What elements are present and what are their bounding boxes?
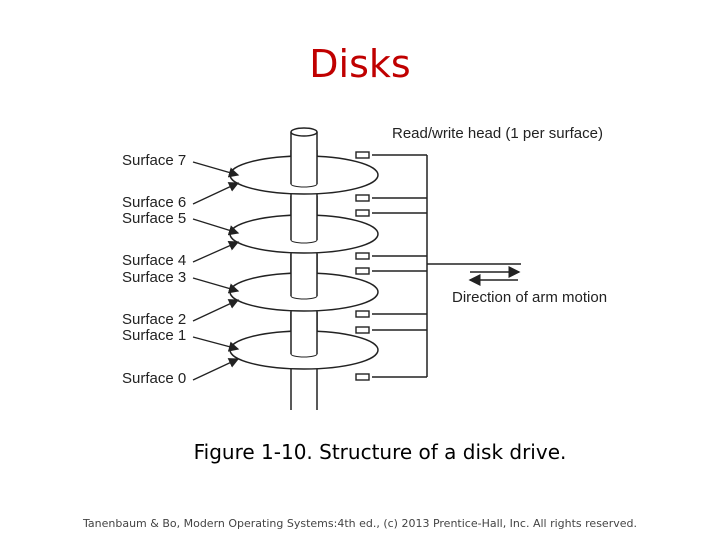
arm-motion-arrows <box>468 266 521 286</box>
surface-pointer-5 <box>192 218 240 236</box>
surface-pointer-3 <box>192 277 240 294</box>
surface-label-1: Surface 1 <box>122 327 186 344</box>
platter-0 <box>229 312 379 370</box>
head-label: Read/write head (1 per surface) <box>392 125 603 142</box>
surface-label-6: Surface 6 <box>122 194 186 211</box>
surface-label-5: Surface 5 <box>122 210 186 227</box>
surface-pointer-1 <box>192 336 240 352</box>
surface-label-4: Surface 4 <box>122 252 186 269</box>
read-write-heads <box>355 151 370 381</box>
platter-1 <box>229 254 379 312</box>
surface-pointer-2 <box>192 299 240 322</box>
arm-motion-label: Direction of arm motion <box>452 289 607 306</box>
surface-label-7: Surface 7 <box>122 152 186 169</box>
figure-caption: Figure 1-10. Structure of a disk drive. <box>193 440 567 464</box>
platter-3 <box>229 150 379 195</box>
surface-pointer-0 <box>192 358 240 381</box>
slide-title: Disks <box>309 42 411 86</box>
surface-pointer-4 <box>192 240 240 263</box>
surface-pointer-6 <box>192 182 240 205</box>
spindle-top <box>290 127 318 137</box>
platter-2 <box>229 196 379 254</box>
surface-pointer-7 <box>192 161 240 178</box>
surface-label-3: Surface 3 <box>122 269 186 286</box>
surface-label-0: Surface 0 <box>122 370 186 387</box>
copyright-footer: Tanenbaum & Bo, Modern Operating Systems… <box>83 517 637 530</box>
head-arm-assembly <box>372 154 521 378</box>
surface-label-2: Surface 2 <box>122 311 186 328</box>
